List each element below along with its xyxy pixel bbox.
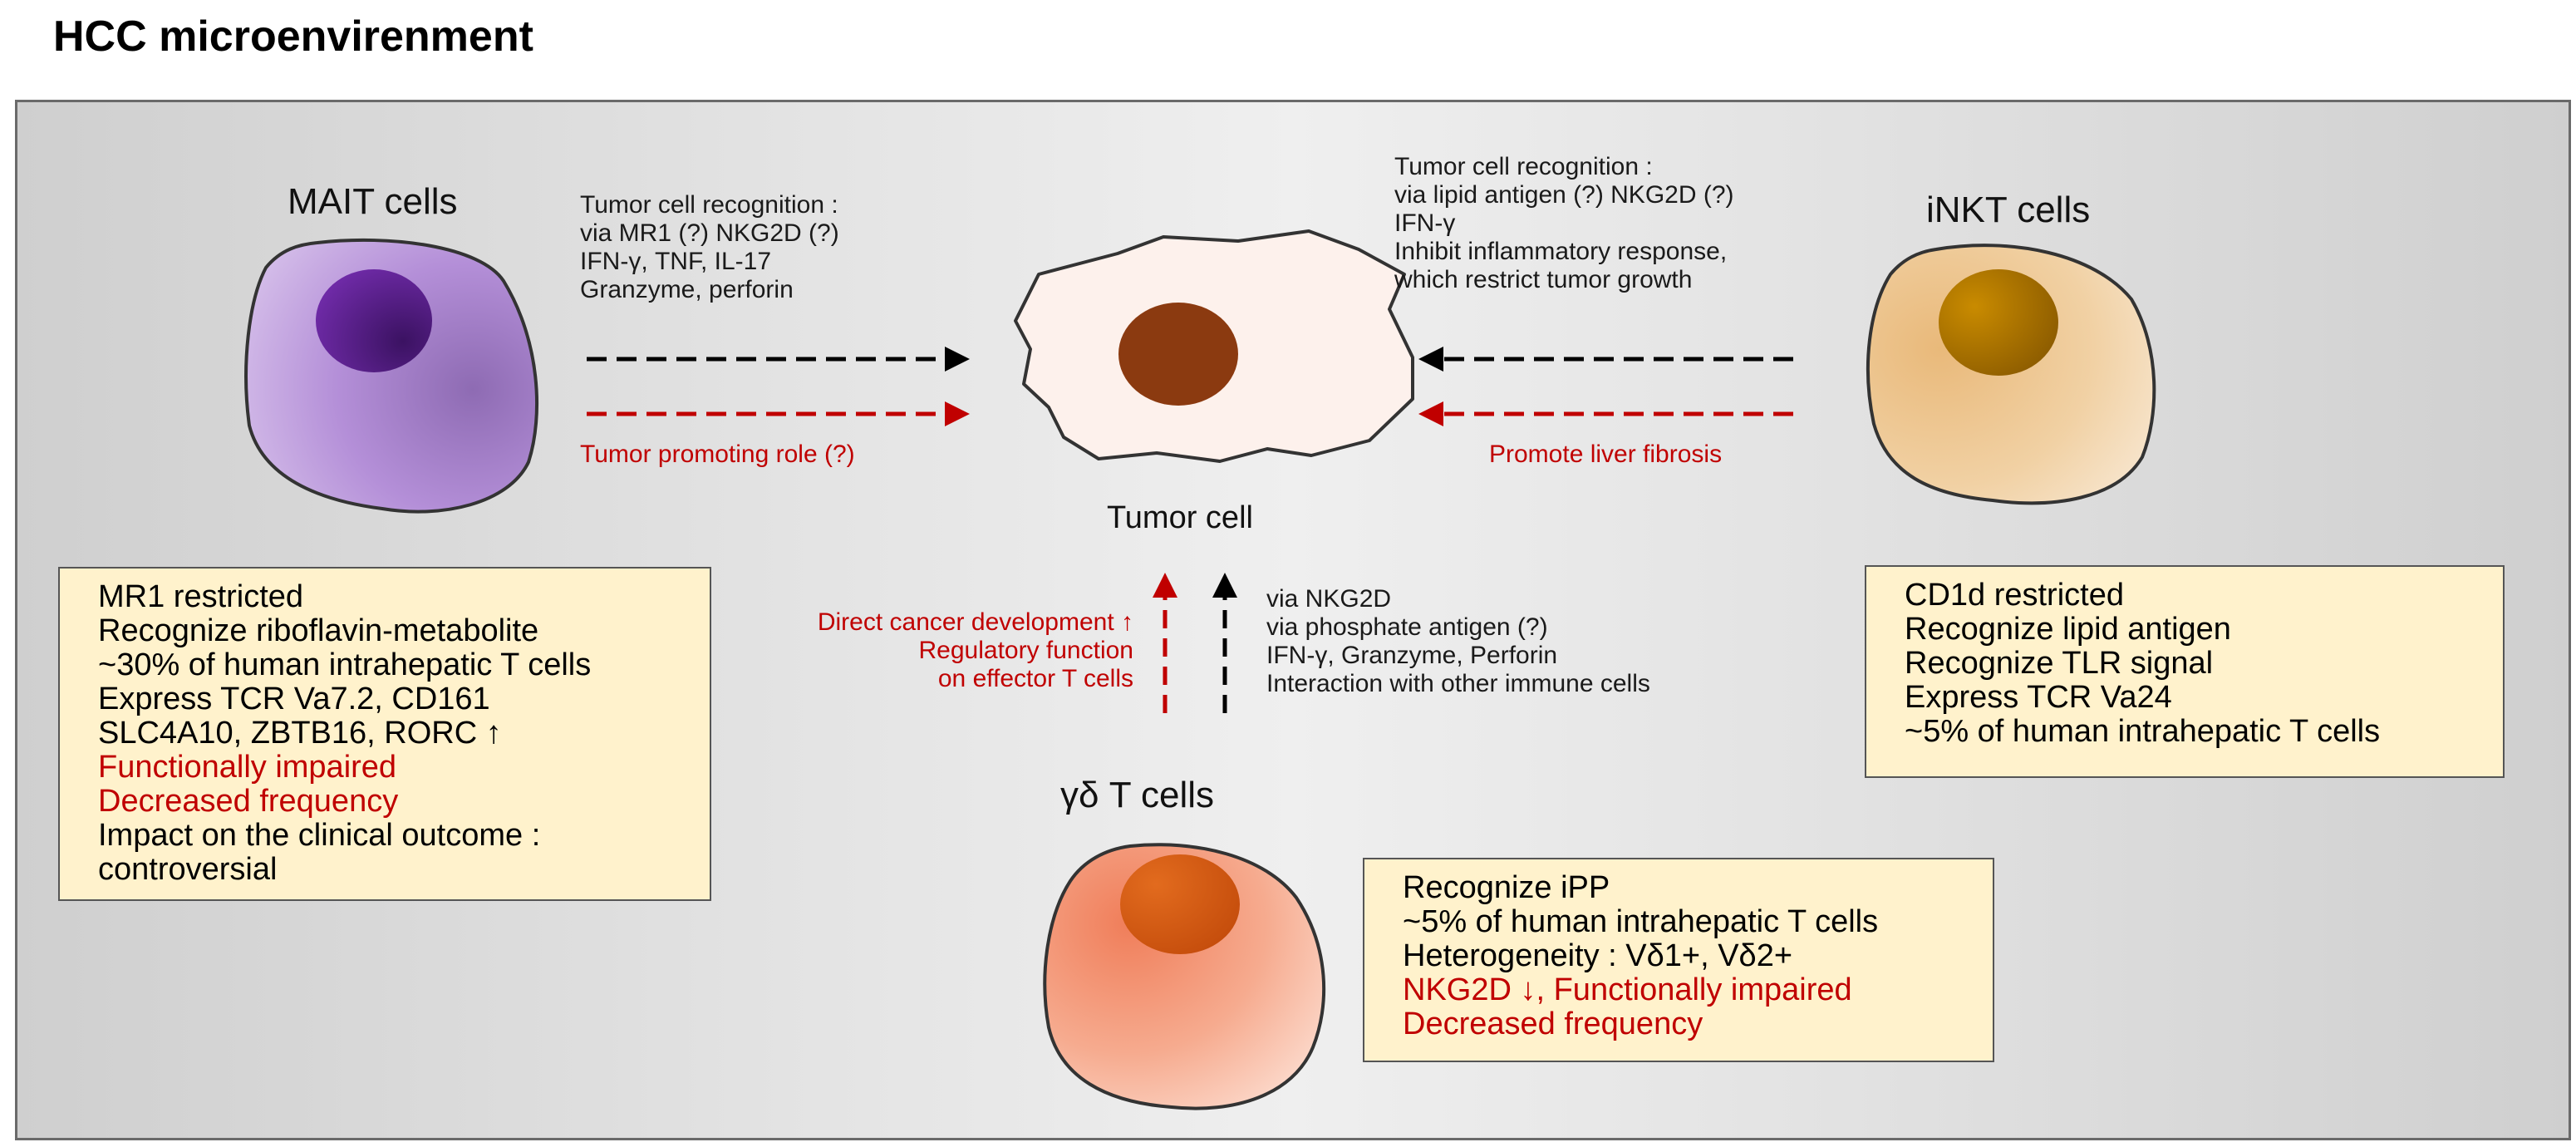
mait-info-line: Decreased frequency <box>98 784 399 819</box>
gd-cells-title: γδ T cells <box>1060 775 1215 815</box>
gd-info-line: NKG2D ↓, Functionally impaired <box>1403 972 1852 1007</box>
inkt-info-line: Recognize TLR signal <box>1905 646 2214 681</box>
inkt-red-arrow-text: Promote liver fibrosis <box>1489 441 1723 468</box>
mait-info-line: Functionally impaired <box>98 750 397 785</box>
gd-red-arrow-line: Regulatory function <box>918 637 1134 664</box>
mait-arrow-line: via MR1 (?) NKG2D (?) <box>580 219 839 247</box>
mait-red-arrow-text: Tumor promoting role (?) <box>580 441 855 468</box>
gd-cell-body <box>1043 843 1326 1110</box>
mait-arrow-text: Tumor cell recognition : via MR1 (?) NKG… <box>580 191 839 304</box>
mait-arrow-line: Granzyme, perforin <box>580 276 794 303</box>
mait-arrow-line: Tumor cell recognition : <box>580 191 838 219</box>
gd-arrow-line: Interaction with other immune cells <box>1266 670 1650 697</box>
mait-info-line: Recognize riboflavin-metabolite <box>98 613 539 648</box>
mait-info-line: controversial <box>98 852 278 887</box>
inkt-nucleus <box>1939 269 2058 376</box>
mait-info-line: Express TCR Va7.2, CD161 <box>98 682 490 716</box>
gd-info-line: ~5% of human intrahepatic T cells <box>1403 904 1879 939</box>
inkt-arrow-line: Tumor cell recognition : <box>1394 153 1653 180</box>
mait-info-line: Impact on the clinical outcome : <box>98 818 541 853</box>
gd-arrow-line: IFN-γ, Granzyme, Perforin <box>1266 642 1558 669</box>
tumor-nucleus <box>1118 303 1238 406</box>
inkt-info-box: CD1d restricted Recognize lipid antigen … <box>1865 565 2505 778</box>
mait-info-line: ~30% of human intrahepatic T cells <box>98 647 592 682</box>
mait-info-box: MR1 restricted Recognize riboflavin-meta… <box>58 567 711 901</box>
inkt-arrow-line: IFN-γ <box>1394 209 1456 237</box>
gd-info-line: Decreased frequency <box>1403 1007 1703 1041</box>
mait-nucleus <box>316 269 432 372</box>
page-title: HCC microenvirenment <box>53 12 533 61</box>
gd-info-box: Recognize iPP ~5% of human intrahepatic … <box>1363 858 1994 1062</box>
gd-red-arrow-line: Direct cancer development ↑ <box>817 608 1133 636</box>
inkt-cells-title: iNKT cells <box>1926 190 2091 230</box>
gd-arrow-line: via phosphate antigen (?) <box>1266 613 1548 641</box>
gd-red-arrow-line: on effector T cells <box>937 665 1133 692</box>
gd-arrow-text: via NKG2D via phosphate antigen (?) IFN-… <box>1266 585 1650 698</box>
inkt-arrow-text: Tumor cell recognition : via lipid antig… <box>1394 153 1734 294</box>
gd-red-arrow-text: Direct cancer development ↑ Regulatory f… <box>818 608 1133 693</box>
mait-arrow-line: IFN-γ, TNF, IL-17 <box>580 248 772 275</box>
inkt-info-line: Recognize lipid antigen <box>1905 612 2231 647</box>
gd-info-line: Recognize iPP <box>1403 870 1610 905</box>
mait-cells-title: MAIT cells <box>288 181 458 222</box>
mait-info-line: MR1 restricted <box>98 579 304 614</box>
inkt-arrow-line: via lipid antigen (?) NKG2D (?) <box>1394 181 1734 209</box>
gd-info-line: Heterogeneity : Vδ1+, Vδ2+ <box>1403 938 1793 973</box>
gd-nucleus <box>1120 854 1240 954</box>
gd-arrow-line: via NKG2D <box>1266 585 1392 613</box>
inkt-info-line: Express TCR Va24 <box>1905 680 2172 715</box>
inkt-arrow-line: which restrict tumor growth <box>1394 266 1693 293</box>
mait-info-line: SLC4A10, ZBTB16, RORC ↑ <box>98 716 502 751</box>
inkt-info-line: ~5% of human intrahepatic T cells <box>1905 714 2381 749</box>
inkt-arrow-line: Inhibit inflammatory response, <box>1394 238 1728 265</box>
tumor-cell-label: Tumor cell <box>1107 500 1253 535</box>
inkt-info-line: CD1d restricted <box>1905 578 2124 613</box>
